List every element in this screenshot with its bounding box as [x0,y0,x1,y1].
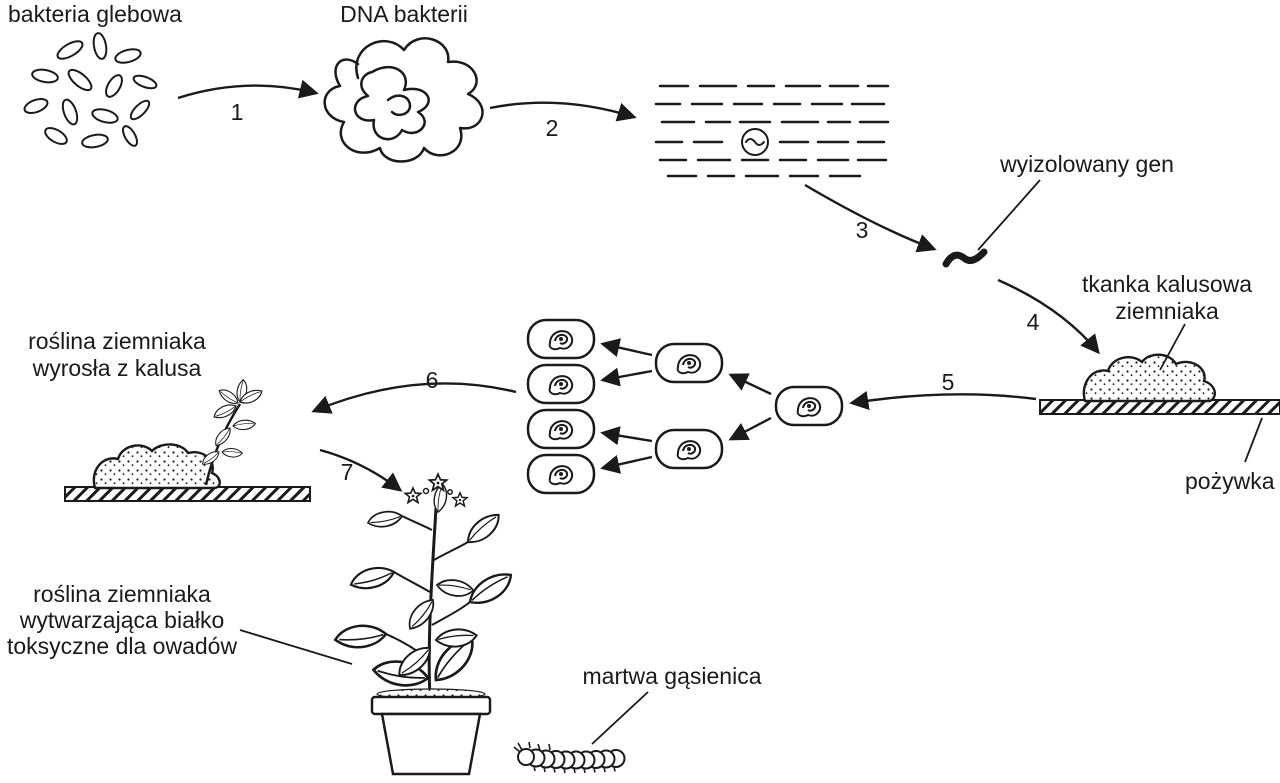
bacterium-parent [774,385,844,427]
division-arrow-1 [728,373,772,396]
label-medium: pożywka [1185,468,1275,494]
pot-rim [370,695,492,716]
isolated-gene-illustration [942,248,988,268]
label-toxic-plant-line2: wytwarzająca białko [19,607,225,633]
caterpillar-illustration [513,741,626,774]
transformed-bacteria-illustration [526,318,844,495]
pointer-line-isolated-gene [977,179,1041,251]
pointer-line-caterpillar [591,691,649,745]
bacterium-gen3-3 [526,408,596,450]
step-3-label: 3 [856,217,869,243]
sprout-leaves [199,378,264,466]
label-toxic-plant-line3: toksyczne dla owadów [7,633,238,659]
arrow-step-4 [997,278,1100,355]
gel-electrophoresis-illustration [654,84,890,178]
label-callus-tissue-line1: tkanka kalusowa [1082,271,1252,297]
plant-leaves [333,482,517,700]
division-arrow-2 [728,416,772,441]
arrow-step-7 [319,448,403,492]
label-callus-tissue-line2: ziemniaka [1115,298,1219,324]
division-arrow-6 [600,455,653,474]
step-4-label: 4 [1027,309,1040,335]
label-dead-caterpillar: martwa gąsienica [583,663,762,689]
step-5-label: 5 [942,369,955,395]
callus-dish-illustration [1039,323,1280,463]
bacterium-gen2-top [654,342,724,384]
step-7-label: 7 [341,459,354,485]
arrow-step-3 [804,183,937,253]
gene-band-icon [741,128,769,156]
division-arrow-3 [600,338,653,357]
label-plant-from-callus-line2: wyrosła z kalusa [32,355,202,381]
division-arrow-5 [600,426,653,446]
bacterium-gen3-2 [526,363,596,405]
pot-body [380,712,482,776]
label-isolated-gene: wyizolowany gen [999,151,1174,177]
bacterium-gen3-4 [526,453,596,495]
arrow-step-1 [177,79,319,100]
potted-plant-illustration [333,473,517,776]
label-bacteria-dna: DNA bakterii [340,1,468,27]
dna-tangle-illustration [323,37,484,163]
step-1-label: 1 [231,99,244,125]
bacterium-gen3-1 [526,318,596,360]
label-soil-bacteria: bakteria glebowa [8,1,182,27]
step-6-label: 6 [426,367,439,393]
callus-blob-left [92,443,221,490]
pointer-line-callus-tissue [1159,323,1186,371]
step-2-label: 2 [546,115,559,141]
arrow-step-2 [489,101,637,122]
arrow-step-5 [849,391,1037,411]
callus-blob [1082,353,1216,403]
pointer-line-medium [1244,417,1263,463]
label-plant-from-callus-line1: roślina ziemniaka [28,328,206,354]
caterpillar-legs [513,741,616,774]
pointer-line-toxic-plant [239,629,353,665]
plant-flowers [404,473,468,507]
plant-from-callus-illustration [64,378,311,502]
soil-bacteria-illustration [23,32,158,149]
bacterium-gen2-bottom [654,428,724,470]
label-toxic-plant-line1: roślina ziemniaka [33,581,211,607]
arrow-step-6 [311,382,517,414]
division-arrow-4 [600,367,653,387]
